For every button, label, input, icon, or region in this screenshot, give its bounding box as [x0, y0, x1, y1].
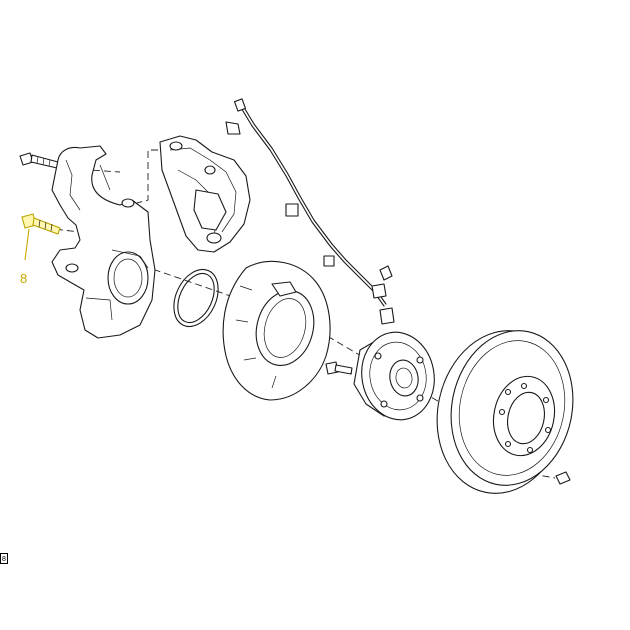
speed-sensor-wire [225, 98, 395, 325]
brake-caliper [159, 135, 251, 253]
o-ring [173, 268, 219, 328]
corner-badge: 8 [0, 553, 8, 564]
callout-number-8: 8 [20, 271, 28, 286]
brake-shield [222, 260, 331, 401]
highlighted-bolt [21, 213, 61, 261]
wheel-hub-bearing [353, 331, 435, 421]
hub-stud [325, 361, 353, 375]
brake-rotor [436, 330, 574, 494]
rotor-screw [555, 471, 571, 485]
steering-knuckle [51, 145, 156, 339]
upper-knuckle-bolt [19, 152, 59, 169]
